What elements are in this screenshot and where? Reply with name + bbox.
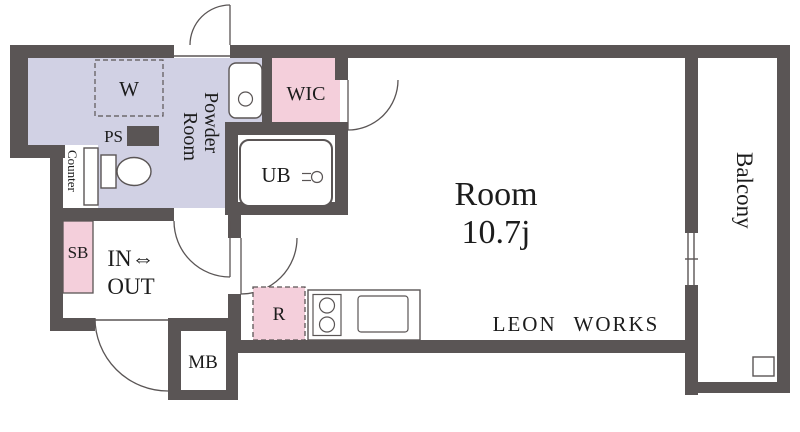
kitchen-sink xyxy=(357,295,409,333)
pipe-shaft-label: PS xyxy=(104,127,123,146)
shoe-box xyxy=(62,220,94,294)
main-room-label-2: 10.7j xyxy=(462,214,531,251)
counter-strip xyxy=(83,147,99,206)
openings xyxy=(95,55,698,321)
wall-mb-top xyxy=(168,318,238,331)
wall-corridor-stub xyxy=(228,208,241,238)
washbasin xyxy=(228,62,263,119)
washer-label: W xyxy=(119,77,139,101)
wall-right-lower xyxy=(685,285,698,395)
entrance-label-1: IN⇔ xyxy=(107,246,154,271)
powder-door-arc xyxy=(173,220,231,278)
main-room-label-1: Room xyxy=(454,176,537,213)
wall-ub-left xyxy=(225,122,238,215)
entrance-label-2: OUT xyxy=(107,274,154,299)
top-door-arc xyxy=(189,4,231,46)
wall-balcony-right xyxy=(777,45,790,393)
refrigerator-space-box xyxy=(252,286,306,341)
balcony-partition xyxy=(752,356,775,377)
wall-balcony-bottom xyxy=(685,382,790,393)
toilet-bowl xyxy=(116,156,152,187)
wall-left-upper xyxy=(10,45,28,158)
meter-box-label: MB xyxy=(188,352,218,373)
doors xyxy=(94,4,399,392)
brand-label: LEON WORKS xyxy=(493,312,660,336)
wall-mb-left xyxy=(168,318,181,400)
washer-space-box xyxy=(94,59,164,117)
wall-wic-left xyxy=(262,58,272,126)
powder-room-label-1: Powder xyxy=(200,92,222,153)
balcony-label: Balcony xyxy=(732,152,757,229)
wall-main-bottom xyxy=(226,340,698,353)
fixtures xyxy=(62,59,775,377)
wic-area xyxy=(272,58,340,126)
refrigerator-label: R xyxy=(273,304,286,325)
wall-ub-right xyxy=(335,130,348,215)
wall-ub-right-stub xyxy=(335,58,348,80)
room-door-arc xyxy=(240,237,298,295)
pipe-shaft-box xyxy=(127,126,159,146)
counter-label: Counter xyxy=(65,150,80,193)
toilet-tank xyxy=(100,154,117,189)
bathtub xyxy=(239,139,333,207)
wall-powder-bottom xyxy=(50,208,174,221)
wall-mb-bottom xyxy=(168,390,238,400)
shoe-box-label: SB xyxy=(68,243,89,262)
washbasin-bowl xyxy=(237,91,254,107)
wall-top-main xyxy=(230,45,790,58)
wall-right-upper xyxy=(685,58,698,233)
wall-left-mid xyxy=(50,145,63,331)
wall-mb-right xyxy=(226,328,238,400)
wall-wic-bottom xyxy=(225,122,348,135)
labels: W PS Powder Room WIC UB Counter SB IN⇔ O… xyxy=(65,77,757,373)
floor-areas xyxy=(28,58,340,208)
unit-bath-label: UB xyxy=(261,163,290,187)
wic-door-arc xyxy=(347,79,399,131)
wall-bottom-left xyxy=(50,318,95,331)
entry-door-arc xyxy=(94,317,169,392)
stove-burner-1 xyxy=(318,297,336,314)
stove-module xyxy=(312,293,342,337)
stove-burner-2 xyxy=(318,316,336,333)
bath-faucet-icon xyxy=(310,170,324,184)
powder-room-label-2: Room xyxy=(179,112,201,161)
wic-label: WIC xyxy=(287,83,326,105)
wall-top-left xyxy=(10,45,174,58)
